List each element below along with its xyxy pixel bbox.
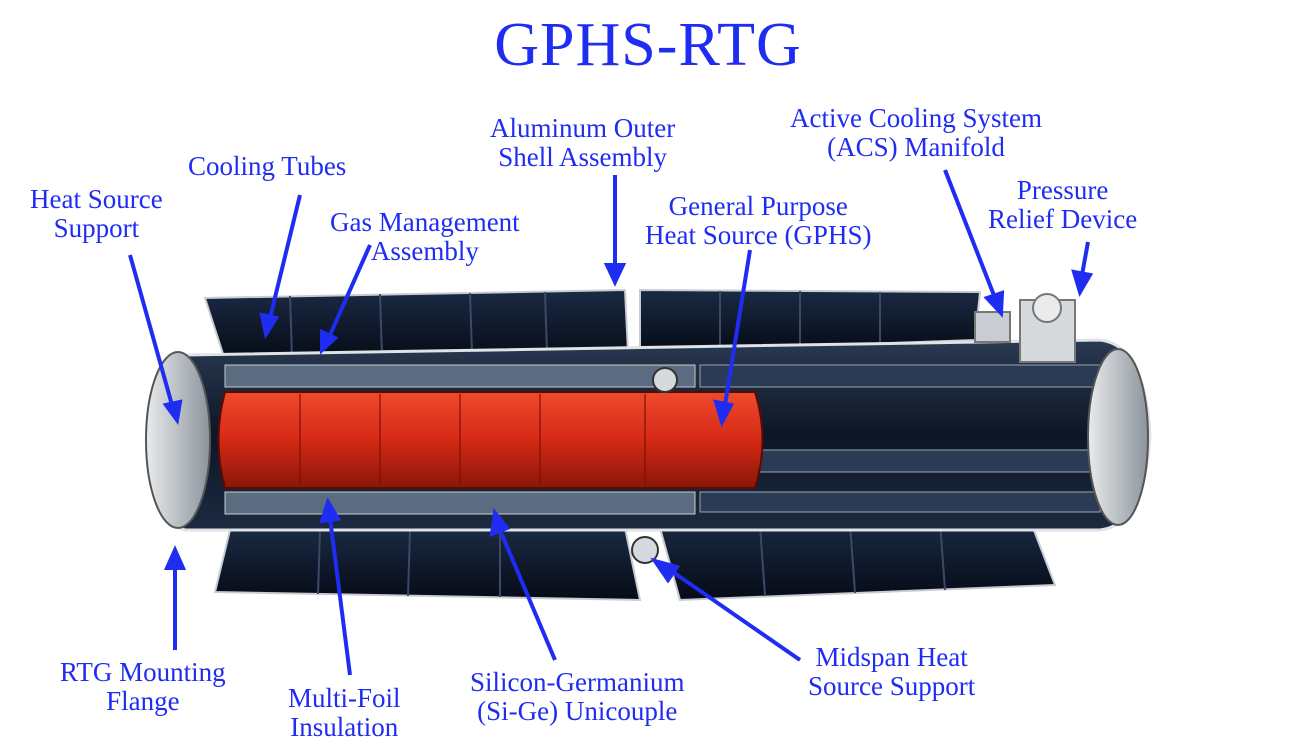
label-aluminum-outer-shell: Aluminum Outer Shell Assembly — [490, 113, 676, 172]
label-gphs: General Purpose Heat Source (GPHS) — [645, 191, 872, 250]
label-heat-source-support: Heat Source Support — [30, 184, 163, 243]
right-end-cap — [1087, 348, 1149, 526]
label-midspan-heat-source-support: Midspan Heat Source Support — [808, 642, 976, 701]
label-gas-management-assembly: Gas Management Assembly — [330, 207, 520, 266]
leader-lines — [128, 169, 1094, 676]
label-rtg-mounting-flange: RTG Mounting Flange — [60, 657, 226, 716]
left-end-cap — [145, 351, 211, 529]
label-cooling-tubes: Cooling Tubes — [188, 151, 347, 181]
lower-fins — [213, 518, 1057, 602]
pressure-relief-body — [1019, 293, 1076, 363]
label-si-ge-unicouple: Silicon-Germanium (Si-Ge) Unicouple — [470, 667, 685, 726]
heat-source-stack — [217, 391, 764, 489]
diagram-title: GPHS-RTG — [494, 11, 802, 79]
thermopile-rows — [699, 364, 1101, 513]
label-acs-manifold: Active Cooling System (ACS) Manifold — [790, 103, 1042, 162]
label-pressure-relief-device: Pressure Relief Device — [988, 175, 1138, 234]
label-multi-foil-insulation: Multi-Foil Insulation — [288, 683, 401, 742]
